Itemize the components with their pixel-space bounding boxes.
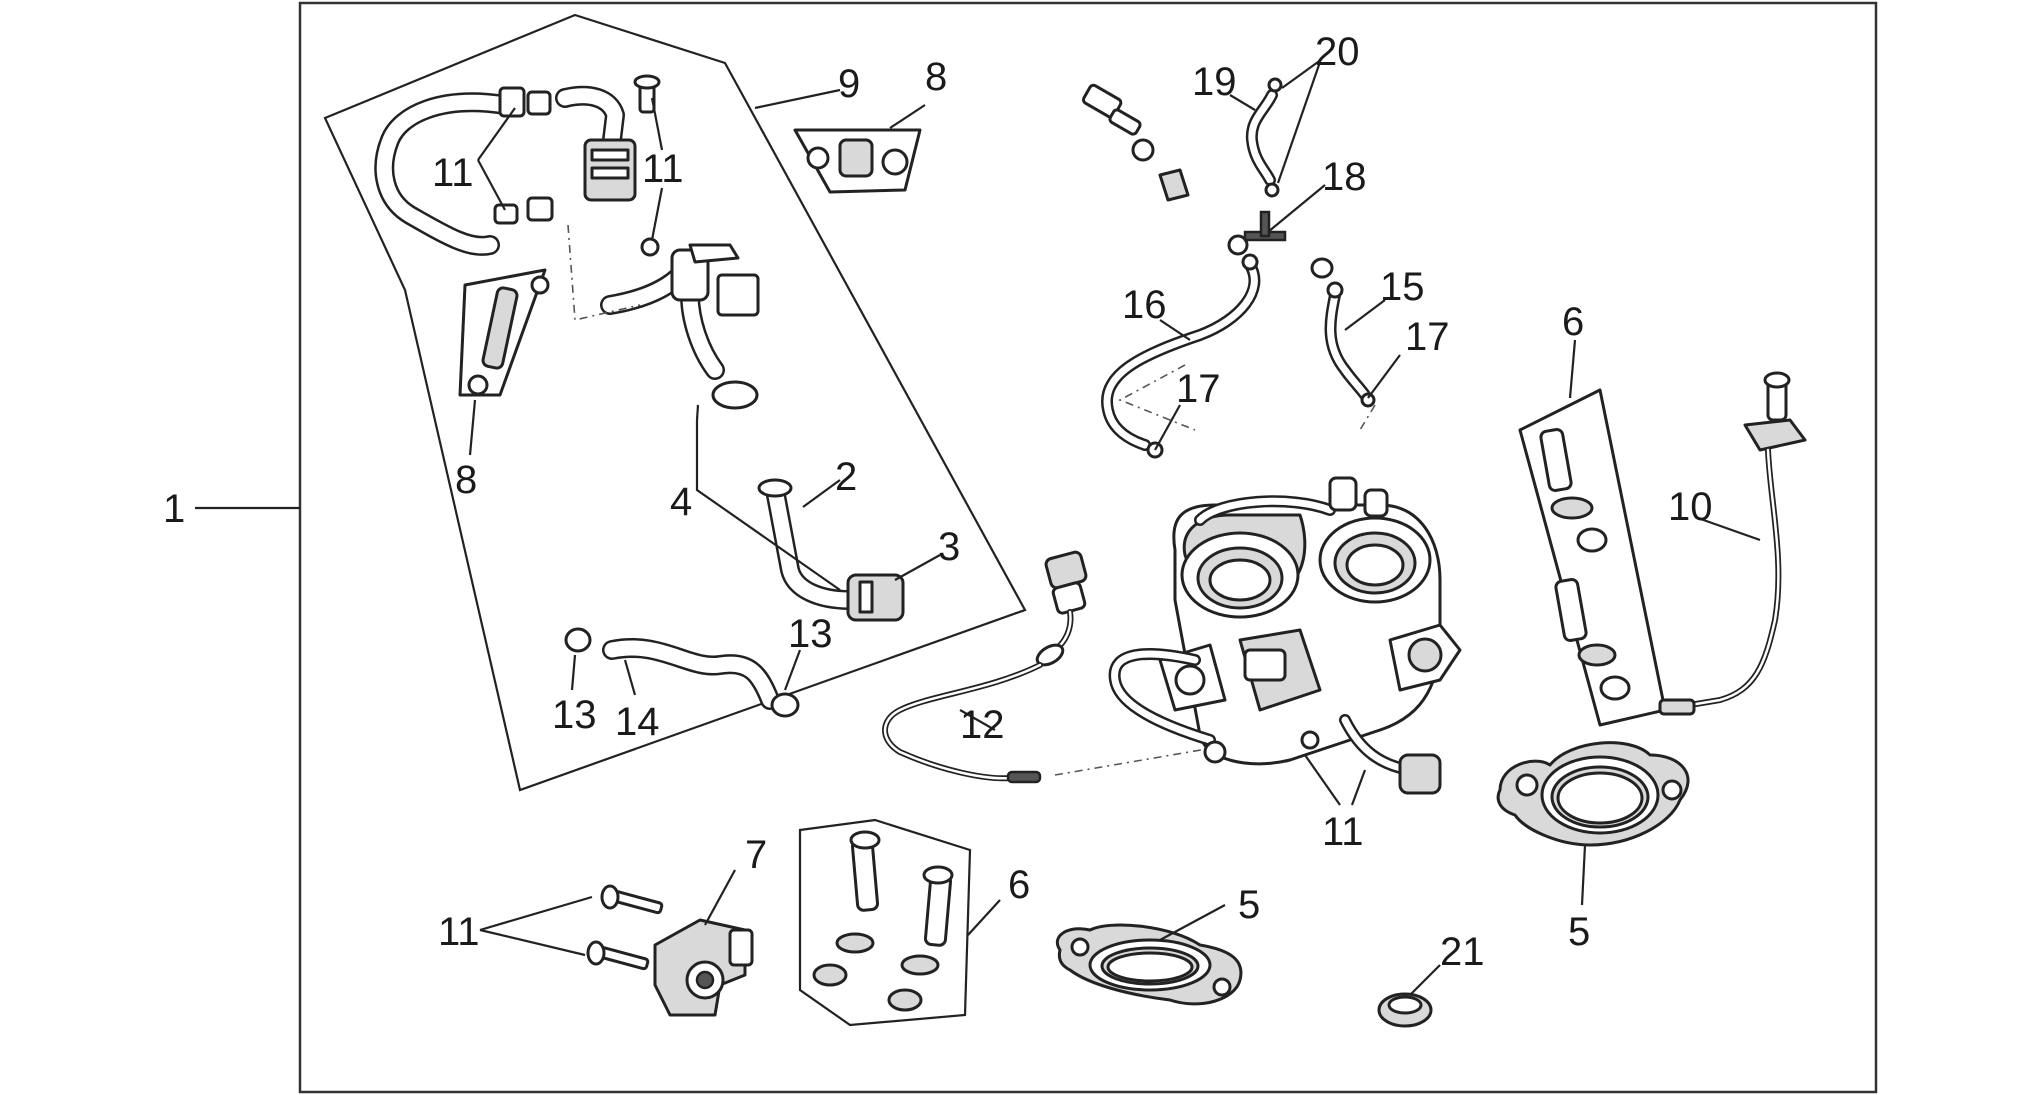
- callout-11-center: 11: [1322, 810, 1364, 854]
- callout-21: 21: [1440, 930, 1485, 974]
- screw-kit-lower: [798, 818, 972, 1027]
- tube-part-16: [1101, 253, 1261, 459]
- callout-5-lower: 5: [1238, 883, 1260, 927]
- sensor-cable-part-12: [882, 550, 1088, 784]
- tube-part-15: [1310, 257, 1376, 408]
- callout-19: 19: [1192, 60, 1237, 104]
- spacer-kit-right: [1518, 388, 1667, 727]
- callout-12: 12: [960, 703, 1005, 747]
- hose-assembly-upper: [374, 74, 661, 257]
- callout-2: 2: [835, 455, 857, 499]
- injector-plate-upper: [793, 128, 922, 194]
- guide-line-d: [1359, 404, 1376, 431]
- diagram-frame: [298, 1, 1878, 1094]
- cable-part-10: [1658, 371, 1807, 716]
- plug-part-21: [1377, 992, 1433, 1028]
- callout-20: 20: [1315, 30, 1360, 74]
- throttle-sensor-part-7: [653, 918, 754, 1017]
- throttle-body: [1108, 476, 1462, 795]
- hose-part-19: [1245, 77, 1283, 198]
- callout-18: 18: [1322, 155, 1367, 199]
- callout-11-top-left: 11: [432, 151, 474, 195]
- hose-part-14: [564, 627, 800, 718]
- hose-kit-outline: [323, 13, 1027, 792]
- callout-6-right: 6: [1562, 300, 1584, 344]
- callout-16: 16: [1122, 283, 1167, 327]
- callout-11-top: 11: [642, 147, 684, 191]
- leader-lines: [468, 61, 1761, 996]
- callout-3: 3: [938, 525, 960, 569]
- callout-17-right: 17: [1405, 315, 1450, 359]
- callout-15: 15: [1380, 265, 1425, 309]
- callout-13-right: 13: [788, 612, 833, 656]
- callout-14: 14: [615, 700, 660, 744]
- callout-8-left: 8: [455, 458, 477, 502]
- callout-13-left: 13: [552, 693, 597, 737]
- pipe-part-2: [757, 478, 905, 622]
- injector-left: [458, 268, 550, 397]
- callout-8-upper: 8: [925, 55, 947, 99]
- flange-lower: [1056, 923, 1243, 1006]
- callout-9: 9: [838, 62, 860, 106]
- callout-5-right: 5: [1568, 910, 1590, 954]
- callout-4: 4: [670, 480, 692, 524]
- tee-part-18: [1243, 210, 1287, 242]
- callout-10: 10: [1668, 485, 1713, 529]
- callout-6-lower: 6: [1008, 863, 1030, 907]
- guide-line-b: [1118, 364, 1196, 431]
- guide-line-c: [1054, 744, 1231, 776]
- tee-fitting: [600, 243, 760, 410]
- flange-right: [1496, 741, 1690, 847]
- screws-part-11-lower: [586, 884, 664, 971]
- callout-1: 1: [163, 487, 185, 531]
- callout-17-left: 17: [1176, 367, 1221, 411]
- vacuum-fitting-chain: [1081, 83, 1249, 256]
- callout-7: 7: [745, 833, 767, 877]
- callout-11-lower-left: 11: [438, 910, 480, 954]
